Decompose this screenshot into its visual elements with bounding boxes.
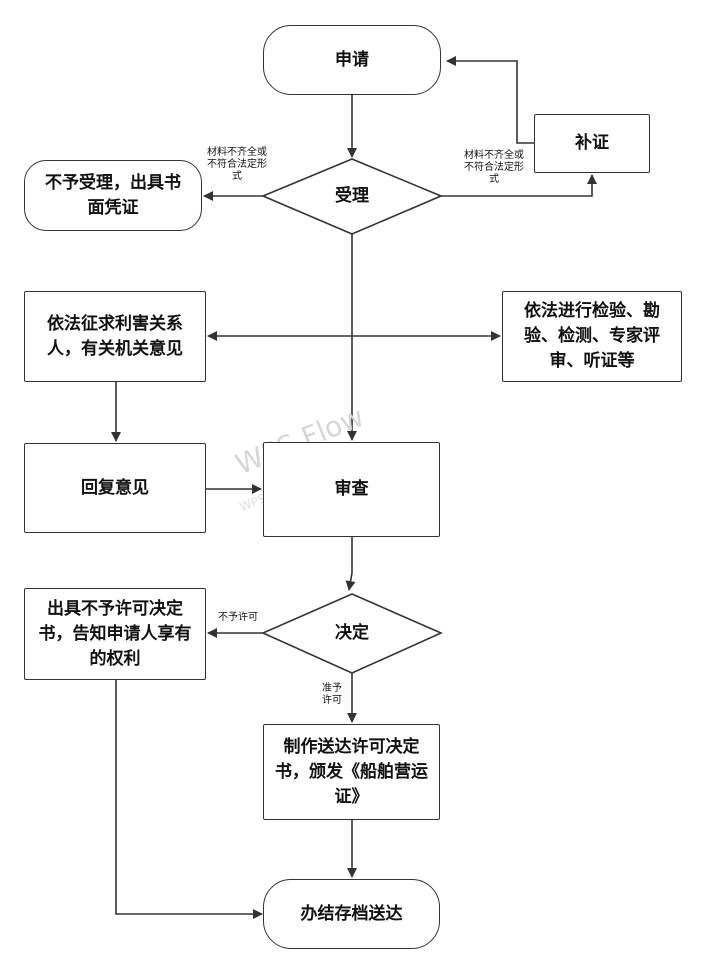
edge-accept-supplement xyxy=(441,174,597,197)
node-solicit-label: 依法征求利害关系人，有关机关意见 xyxy=(47,313,183,359)
node-reply-label: 回复意见 xyxy=(81,477,149,498)
edge-deny-archive xyxy=(115,680,263,919)
label-incomplete-right: 材料不齐全或不符合法定形式 xyxy=(464,150,524,185)
node-review-label: 审查 xyxy=(334,479,369,499)
node-apply: 申请 xyxy=(263,25,441,95)
node-accept: 受理 xyxy=(300,183,404,209)
node-accept-label: 受理 xyxy=(335,185,369,206)
node-reject-label: 不予受理，出具书面凭证 xyxy=(45,172,181,218)
node-review: 审查 xyxy=(263,442,440,537)
edge-review-decide xyxy=(345,537,356,591)
node-archive-label: 办结存档送达 xyxy=(300,903,403,924)
accept-diamond xyxy=(260,158,444,235)
node-deny-permit-label: 出具不予许可决定书，告知申请人享有的权利 xyxy=(38,598,192,669)
node-inspect-label: 依法进行检验、勘验、检测、专家评审、听证等 xyxy=(524,301,660,371)
node-reply: 回复意见 xyxy=(24,443,206,533)
label-permit: 准予许可 xyxy=(322,683,342,706)
label-no-permit: 不予许可 xyxy=(218,612,258,623)
node-apply-label: 申请 xyxy=(335,49,369,70)
node-make-cert-label: 制作送达许可决定书，颁发《船舶营运证》 xyxy=(275,736,428,807)
node-inspect: 依法进行检验、勘验、检测、专家评审、听证等 xyxy=(502,291,682,382)
node-solicit: 依法征求利害关系人，有关机关意见 xyxy=(24,291,206,382)
node-supplement: 补证 xyxy=(534,114,650,173)
node-deny-permit: 出具不予许可决定书，告知申请人享有的权利 xyxy=(24,588,206,680)
node-decide-label: 决定 xyxy=(335,622,369,643)
node-supplement-label: 补证 xyxy=(575,133,609,153)
node-archive: 办结存档送达 xyxy=(263,879,440,949)
label-incomplete-left: 材料不齐全或不符合法定形式 xyxy=(207,147,267,182)
node-reject: 不予受理，出具书面凭证 xyxy=(24,160,202,231)
node-decide: 决定 xyxy=(300,620,404,646)
decide-diamond xyxy=(261,593,443,674)
edge-supplement-apply xyxy=(446,56,534,144)
node-make-cert: 制作送达许可决定书，颁发《船舶营运证》 xyxy=(263,724,440,820)
